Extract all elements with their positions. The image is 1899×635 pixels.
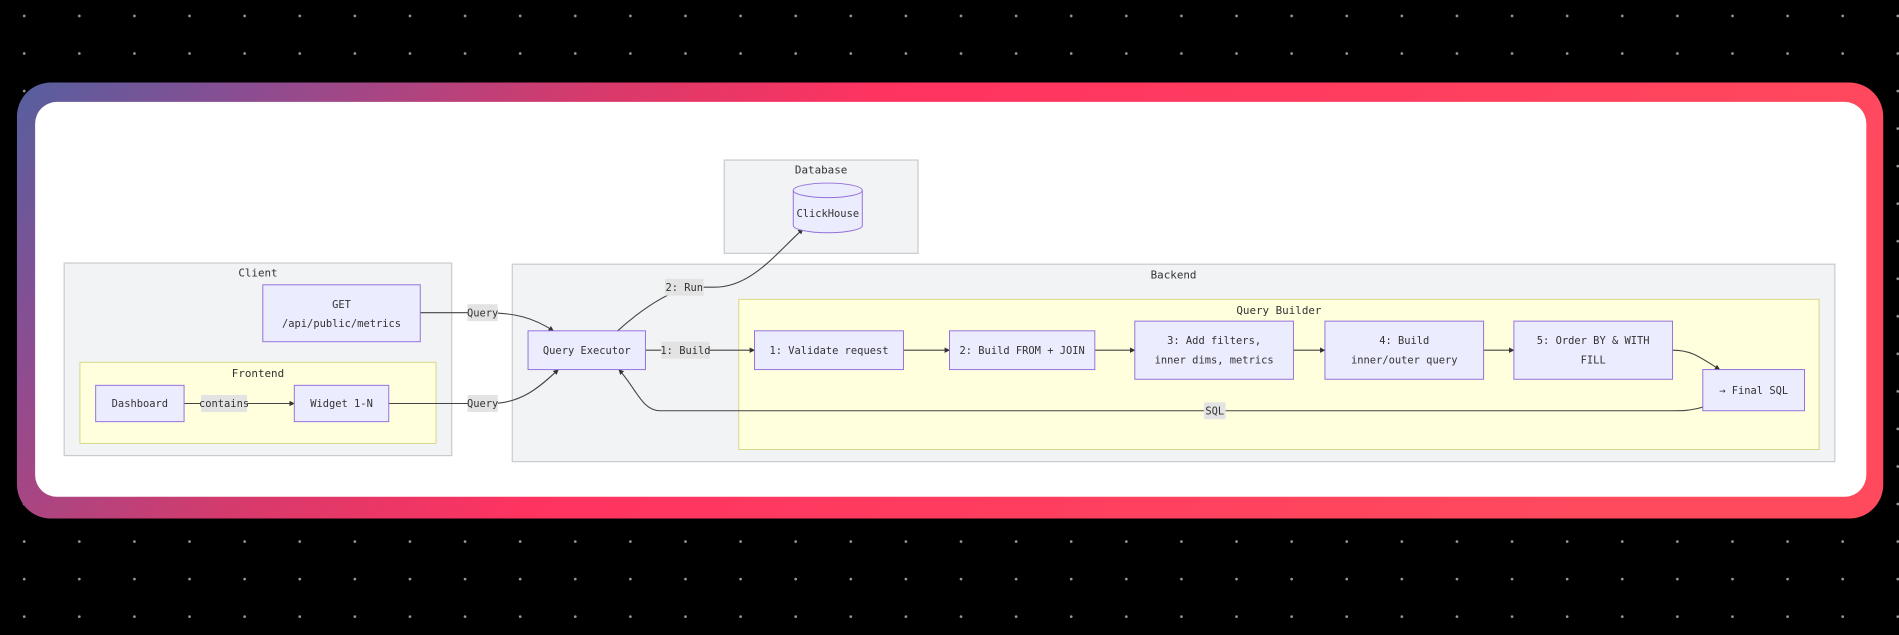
- edge-label-query-widget-text: Query: [467, 398, 498, 410]
- edge-label-sql: SQL: [1203, 402, 1226, 420]
- edge-label-contains-text: contains: [199, 398, 249, 410]
- node-dashboard-text: Dashboard: [112, 398, 168, 410]
- node-clickhouse[interactable]: ClickHouse: [792, 182, 863, 234]
- node-query-executor[interactable]: Query Executor: [527, 330, 646, 371]
- node-clickhouse-text: ClickHouse: [796, 208, 859, 220]
- node-widget-text: Widget 1-N: [310, 398, 373, 410]
- node-inner-line1: 4: Build: [1379, 335, 1429, 347]
- edge-label-build: 1: Build: [660, 341, 711, 359]
- node-get-line2: /api/public/metrics: [282, 318, 401, 330]
- node-get-metrics[interactable]: GET /api/public/metrics: [262, 284, 421, 343]
- edge-executor-clickhouse: [617, 228, 804, 332]
- node-filters-line1: 3: Add filters,: [1167, 335, 1261, 347]
- node-get-line1: GET: [332, 299, 352, 311]
- node-filters-line2: inner dims, metrics: [1155, 355, 1274, 367]
- edge-label-build-text: 1: Build: [660, 345, 710, 357]
- cluster-database-title: Database: [795, 163, 847, 176]
- edge-label-run: 2: Run: [664, 278, 704, 296]
- edge-label-query-get: Query: [467, 304, 498, 322]
- node-dashboard[interactable]: Dashboard: [95, 384, 185, 423]
- node-build-from-join[interactable]: 2: Build FROM + JOIN: [949, 330, 1096, 371]
- edge-final-executor: [618, 369, 1703, 412]
- node-widget[interactable]: Widget 1-N: [293, 384, 390, 423]
- cluster-query-builder-title: Query Builder: [1236, 304, 1322, 317]
- node-order-by[interactable]: 5: Order BY & WITH FILL: [1513, 320, 1674, 380]
- cluster-backend-title: Backend: [1151, 269, 1197, 282]
- node-inner-line2: inner/outer query: [1351, 355, 1458, 367]
- edge-label-contains: contains: [199, 395, 249, 412]
- edge-label-run-text: 2: Run: [665, 282, 703, 294]
- cluster-frontend-title: Frontend: [232, 367, 284, 380]
- edge-label-sql-text: SQL: [1205, 405, 1224, 417]
- node-build-inner-outer[interactable]: 4: Build inner/outer query: [1324, 320, 1485, 380]
- database-cylinder-icon: [792, 190, 863, 234]
- node-order-line1: 5: Order BY & WITH: [1537, 335, 1650, 347]
- edge-label-query-widget: Query: [467, 395, 498, 412]
- node-final-sql[interactable]: → Final SQL: [1702, 369, 1806, 412]
- node-validate-request[interactable]: 1: Validate request: [754, 330, 904, 371]
- node-build-from-text: 2: Build FROM + JOIN: [960, 345, 1085, 357]
- node-add-filters[interactable]: 3: Add filters, inner dims, metrics: [1134, 320, 1294, 380]
- node-validate-text: 1: Validate request: [769, 345, 888, 357]
- edge-order-final: [1672, 349, 1721, 371]
- node-query-executor-text: Query Executor: [543, 345, 631, 357]
- edge-label-query-get-text: Query: [467, 307, 498, 319]
- cluster-client-title: Client: [238, 266, 277, 279]
- node-order-line2: FILL: [1581, 355, 1606, 367]
- node-final-sql-text: → Final SQL: [1719, 385, 1788, 397]
